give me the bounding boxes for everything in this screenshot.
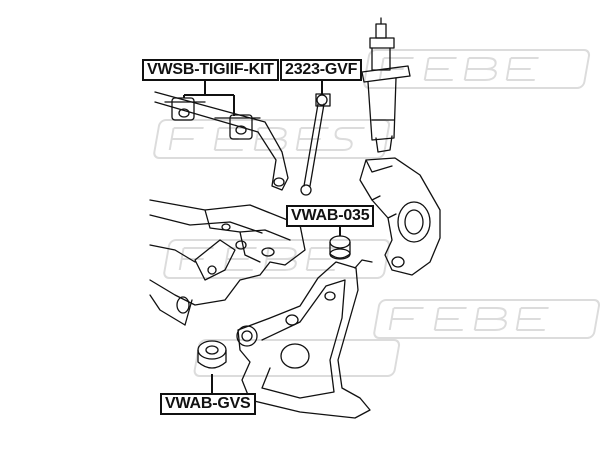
- stabilizer-bar-drawing: [154, 91, 289, 191]
- stabilizer-link-drawing: [300, 93, 331, 196]
- control-arm-drawing: [236, 259, 373, 419]
- front-bushing-drawing: [197, 340, 227, 369]
- knuckle-drawing: [359, 157, 441, 276]
- febest-watermark: [153, 49, 600, 377]
- strut-drawing: [361, 17, 411, 153]
- stabilizer-bushing-kit-label: VWSB-TIGIIF-KIT: [142, 59, 279, 81]
- subframe-drawing: [149, 199, 306, 326]
- stabilizer-link-label: 2323-GVF: [280, 59, 363, 81]
- arm-bushing-rear-label: VWAB-035: [286, 205, 375, 227]
- arm-bushing-front-label: VWAB-GVS: [160, 393, 256, 415]
- leader-lines: [183, 78, 341, 394]
